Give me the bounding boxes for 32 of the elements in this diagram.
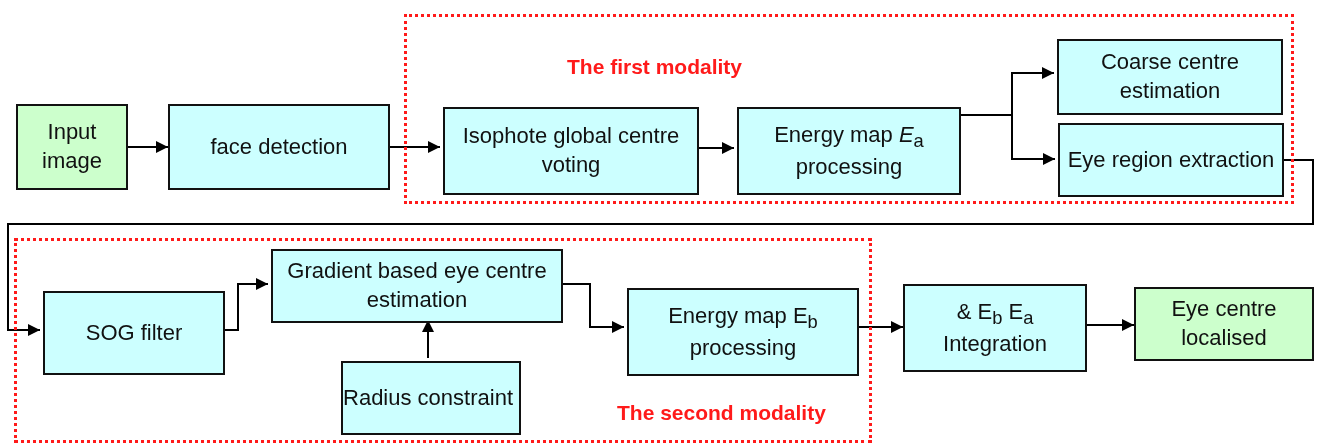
process-box xyxy=(43,291,225,375)
box-label: SOG filter xyxy=(85,318,183,347)
group-title: The first modality xyxy=(567,55,743,79)
process-box xyxy=(443,107,699,195)
box-label: Isophote global centre voting xyxy=(461,122,681,179)
process-box xyxy=(1057,39,1283,115)
box-label: Energy map E$_{a}$ processing xyxy=(773,120,925,181)
box-label: Eye region extraction xyxy=(1067,145,1275,174)
dotted-group-frame xyxy=(14,238,872,443)
process-box xyxy=(903,284,1087,372)
process-box xyxy=(16,104,128,190)
process-box xyxy=(271,249,563,323)
box-label: Input image xyxy=(41,118,103,175)
group-title: The second modality xyxy=(617,401,826,425)
box-label: Gradient based eye centre estimation xyxy=(286,257,548,314)
dotted-group-frame xyxy=(404,14,1294,204)
arrow xyxy=(127,141,169,153)
box-label: Coarse centre estimation xyxy=(1099,48,1241,105)
arrow xyxy=(389,141,441,153)
process-box xyxy=(168,104,390,190)
box-label: & E$_{b}$ E$_{a}$ Integration xyxy=(942,297,1048,358)
process-box xyxy=(1134,287,1314,361)
process-box xyxy=(341,361,521,435)
box-label: face detection xyxy=(210,132,348,161)
box-label: Radius constraint xyxy=(343,383,513,412)
arrow xyxy=(1086,319,1135,331)
process-box xyxy=(1058,123,1284,197)
process-box xyxy=(627,288,859,376)
process-box xyxy=(737,107,961,195)
arrow xyxy=(7,159,1314,336)
box-label: Energy map E$_{b}$ processing xyxy=(667,301,819,362)
box-label: Eye centre localised xyxy=(1170,295,1278,352)
